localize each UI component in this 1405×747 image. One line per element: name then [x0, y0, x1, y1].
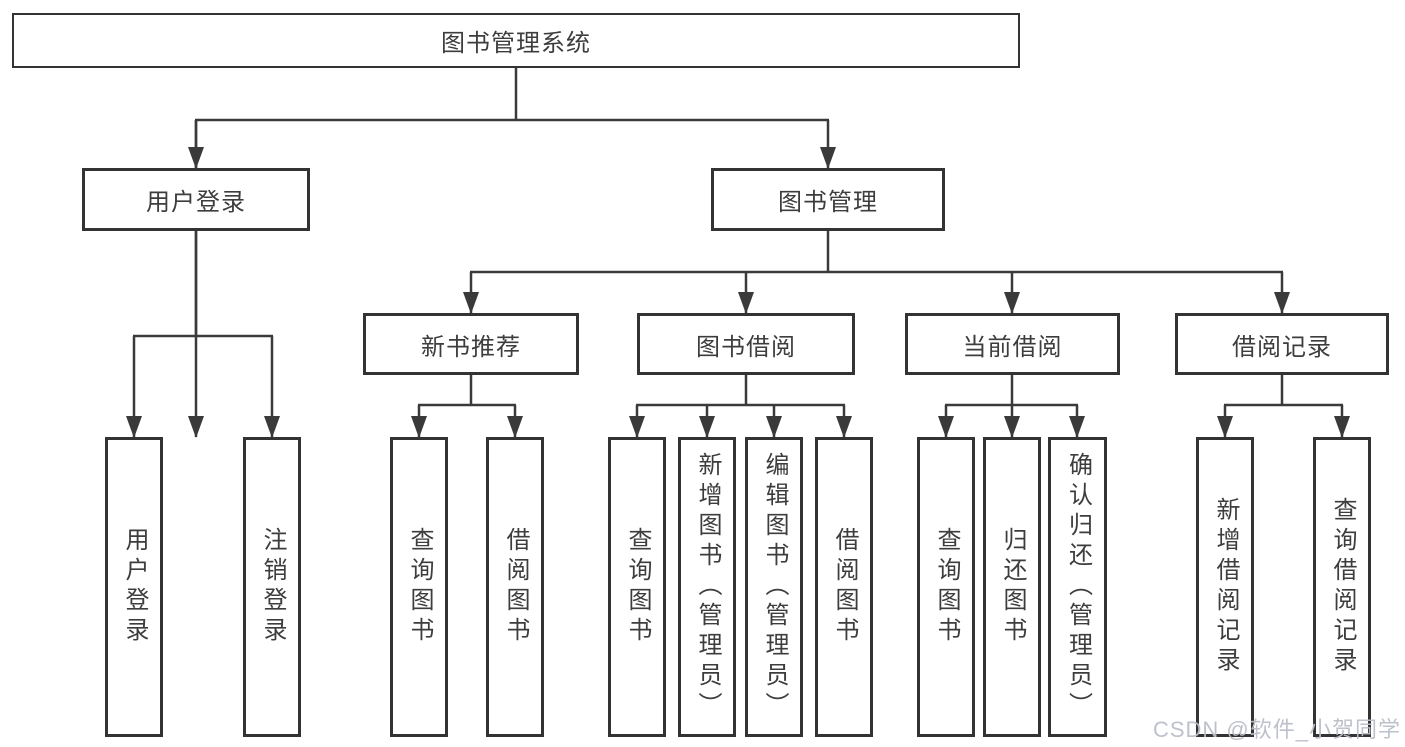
- leaf-newbook-query-books-label: 查询图书: [406, 527, 433, 647]
- leaf-current-query-books-label: 查询图书: [933, 527, 960, 647]
- node-user-login: 用户登录: [82, 168, 310, 231]
- leaf-query-borrow-record-label: 查询借阅记录: [1329, 497, 1356, 677]
- csdn-watermark: CSDN @软件_小贺同学: [1152, 717, 1401, 742]
- leaf-borrow-query-books-label: 查询图书: [624, 527, 651, 647]
- node-new-book-recommend-label: 新书推荐: [421, 333, 521, 361]
- leaf-add-borrow-record: 新增借阅记录: [1196, 437, 1254, 737]
- leaf-logout: 注销登录: [243, 437, 301, 737]
- leaf-newbook-borrow-books: 借阅图书: [486, 437, 544, 737]
- node-book-management-label: 图书管理: [778, 189, 878, 216]
- node-current-borrow-label: 当前借阅: [962, 333, 1063, 361]
- leaf-confirm-return-admin-label: 确认归还（管理员）: [1064, 452, 1092, 722]
- leaf-logout-label: 注销登录: [259, 527, 286, 647]
- leaf-edit-book-admin: 编辑图书（管理员）: [745, 437, 803, 737]
- node-borrow-records-label: 借阅记录: [1232, 333, 1332, 361]
- leaf-borrow-books: 借阅图书: [815, 437, 873, 737]
- node-new-book-recommend: 新书推荐: [363, 313, 579, 375]
- leaf-confirm-return-admin: 确认归还（管理员）: [1048, 437, 1107, 737]
- node-book-borrow: 图书借阅: [637, 313, 855, 375]
- leaf-query-borrow-record: 查询借阅记录: [1313, 437, 1371, 737]
- leaf-borrow-books-label: 借阅图书: [831, 527, 858, 647]
- leaf-user-login-label: 用户登录: [121, 527, 148, 647]
- leaf-add-book-admin-label: 新增图书（管理员）: [694, 452, 721, 722]
- leaf-edit-book-admin-label: 编辑图书（管理员）: [761, 452, 788, 722]
- leaf-return-books-label: 归还图书: [999, 527, 1026, 647]
- leaf-add-borrow-record-label: 新增借阅记录: [1212, 497, 1239, 677]
- leaf-newbook-query-books: 查询图书: [390, 437, 448, 737]
- node-root-label: 图书管理系统: [441, 30, 591, 57]
- leaf-return-books: 归还图书: [983, 437, 1041, 737]
- node-user-login-label: 用户登录: [146, 189, 246, 216]
- node-root-system: 图书管理系统: [12, 13, 1020, 68]
- node-book-borrow-label: 图书借阅: [696, 333, 796, 361]
- leaf-user-login: 用户登录: [105, 437, 163, 737]
- leaf-newbook-borrow-books-label: 借阅图书: [502, 527, 529, 647]
- node-book-management: 图书管理: [711, 168, 945, 231]
- leaf-add-book-admin: 新增图书（管理员）: [678, 437, 736, 737]
- leaf-borrow-query-books: 查询图书: [608, 437, 666, 737]
- leaf-current-query-books: 查询图书: [917, 437, 975, 737]
- node-borrow-records: 借阅记录: [1175, 313, 1389, 375]
- node-current-borrow: 当前借阅: [905, 313, 1120, 375]
